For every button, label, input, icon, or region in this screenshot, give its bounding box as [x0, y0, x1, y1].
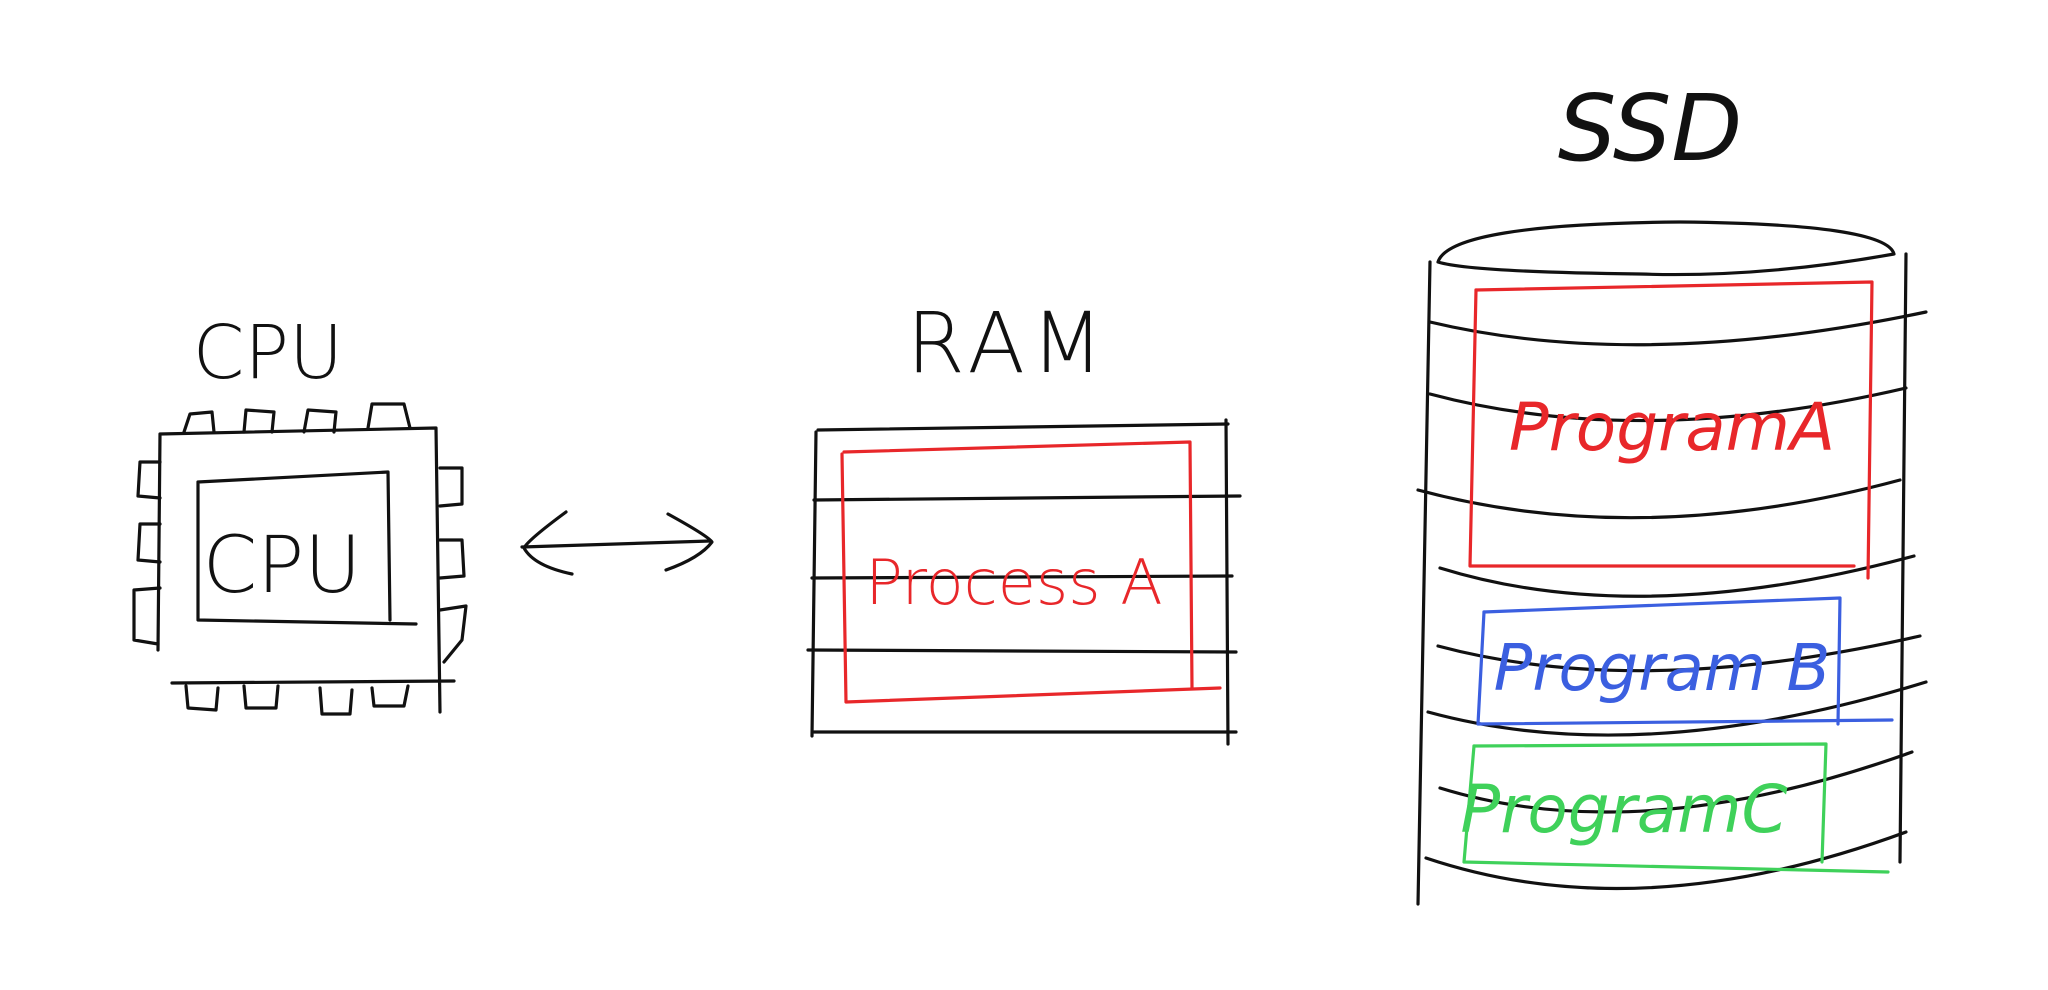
ram-module-icon — [806, 418, 1242, 746]
program-b-block — [1476, 596, 1894, 726]
process-a-block — [840, 440, 1222, 704]
process-a-label: Process A — [865, 546, 1162, 619]
program-c-block — [1462, 742, 1890, 874]
program-c-label: ProgramC — [1460, 771, 1787, 848]
program-a-label: ProgramA — [1509, 389, 1835, 466]
cpu-chip-icon — [132, 402, 468, 716]
ram-title: RAM — [907, 294, 1110, 392]
cpu-group: CPU CPU — [132, 310, 468, 716]
program-a-block — [1468, 280, 1874, 580]
ssd-group: SSD ProgramA Program B — [1416, 75, 1928, 906]
ram-group: RAM Process A — [806, 294, 1242, 746]
double-arrow-icon — [520, 510, 714, 576]
ssd-title: SSD — [1558, 75, 1742, 182]
ssd-cylinder-icon — [1416, 220, 1928, 906]
program-b-label: Program B — [1494, 632, 1831, 706]
cpu-title: CPU — [193, 310, 343, 396]
cpu-core-label: CPU — [203, 521, 362, 611]
